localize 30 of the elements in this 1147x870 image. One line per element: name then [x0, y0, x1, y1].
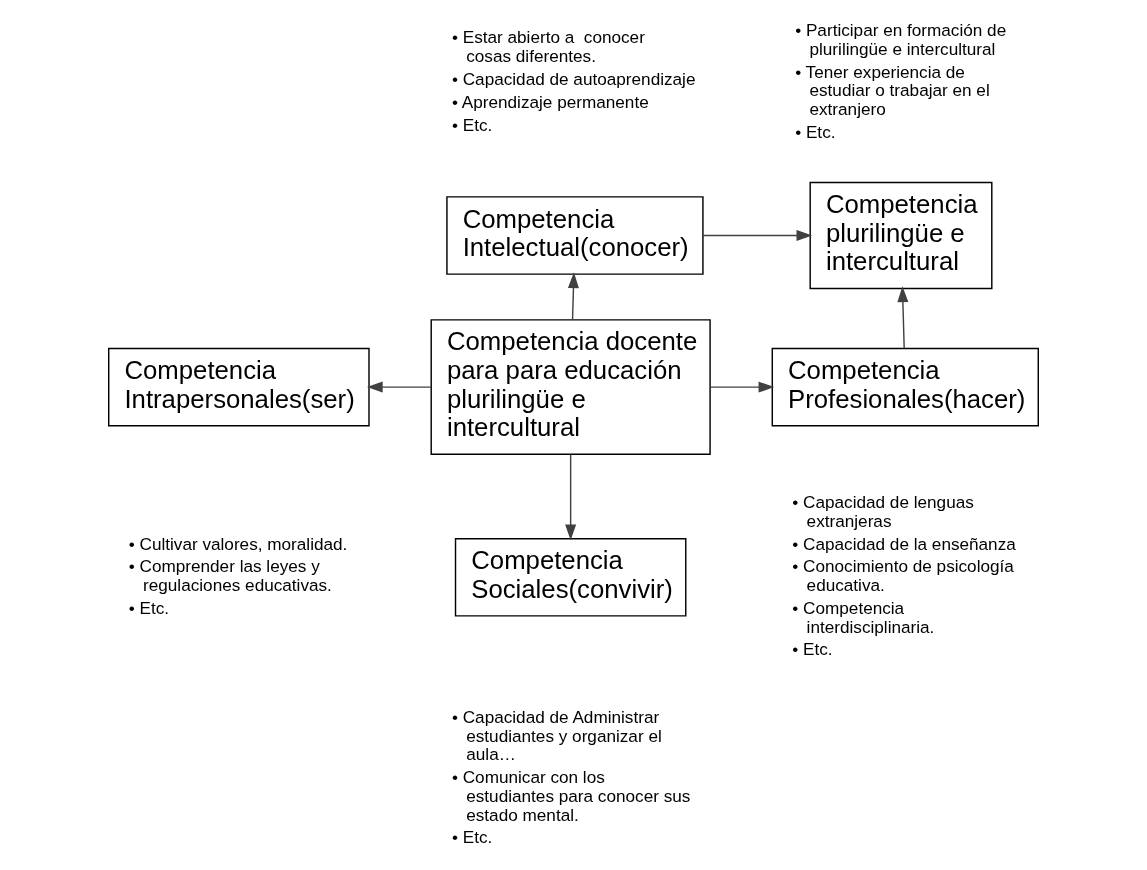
node-label: • Etc.: [795, 121, 836, 142]
node-label: • Capacidad de lenguas extranjeras: [792, 492, 974, 531]
node-label: • Conocimiento de psicología educativa.: [792, 556, 1014, 596]
arrow: [366, 381, 432, 393]
node-label: • Tener experiencia de estudiar o trabajar en el extranjero: [795, 61, 990, 119]
node-label: • Comunicar con los estudiantes para conocer sus estado mental.: [451, 767, 691, 825]
node-label: • Comprender las leyes y regulaciones educativas.: [128, 556, 332, 596]
node-box: Competencia Sociales(convivir): [454, 537, 687, 617]
node-label: • Competencia interdisciplinaria.: [792, 597, 935, 637]
node-label: • Capacidad de la enseñanza: [792, 533, 1016, 554]
node-box: Competencia Profesionales(hacer): [771, 347, 1039, 427]
arrow: [567, 272, 579, 321]
arrow: [565, 453, 577, 541]
node-box: Competencia Intrapersonales(ser): [108, 347, 370, 427]
node-label: • Capacidad de autoaprendizaje: [451, 68, 696, 89]
node-label: • Etc.: [792, 639, 833, 660]
node-label: • Capacidad de Administrar estudiantes y organizar el aula…: [451, 707, 662, 765]
node-label: • Cultivar valores, moralidad.: [128, 533, 348, 554]
node-label: • Etc.: [128, 597, 170, 618]
node-label: • Etc.: [451, 114, 493, 135]
arrow: [702, 230, 813, 241]
node-label: • Estar abierto a conocer cosas diferentes.: [451, 27, 645, 66]
arrow: [709, 381, 775, 393]
node-box: Competencia docente para para educación plurilingüe e intercultural: [430, 319, 711, 456]
node-box: Competencia plurilingüe e intercultural: [809, 181, 993, 290]
node-box: Competencia Intelectual(conocer): [446, 196, 704, 275]
node-label: • Participar en formación de plurilingüe e intercultural: [795, 20, 1007, 59]
node-label: • Aprendizaje permanente: [451, 91, 649, 112]
arrow: [897, 286, 909, 349]
node-label: • Etc.: [451, 827, 493, 848]
